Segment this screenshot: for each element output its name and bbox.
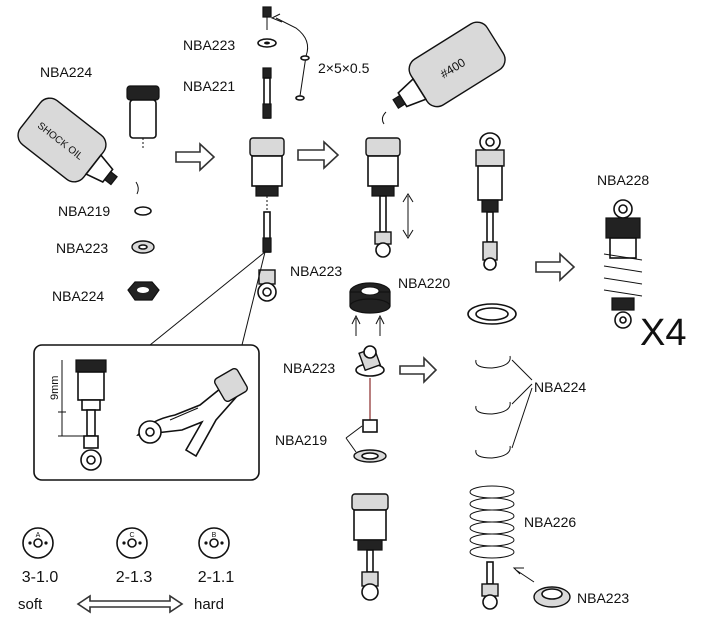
step-arrow-3 xyxy=(399,356,438,384)
step-arrow-2 xyxy=(297,140,340,170)
shock-body-center xyxy=(351,493,389,601)
piston-code: 2-1.3 xyxy=(116,569,153,586)
nut-nba224 xyxy=(127,281,160,301)
quantity-label: X4 xyxy=(640,312,686,354)
label-nba223-mid: NBA223 xyxy=(290,263,342,279)
label-nba223-bottom: NBA223 xyxy=(577,590,629,606)
label-washer-spec: 2×5×0.5 xyxy=(318,60,370,76)
soft-label: soft xyxy=(18,596,43,613)
shock-cap-nba224 xyxy=(126,85,160,150)
piston-rod-end-nba223 xyxy=(355,345,385,377)
label-nba219-left: NBA219 xyxy=(58,203,110,219)
stiffness-scale: soft hard xyxy=(18,594,224,614)
shock-body-step3 xyxy=(365,137,401,258)
shock-body-step2 xyxy=(249,137,285,253)
oil-bottle-400: #400 xyxy=(392,21,506,109)
piston-letter: B xyxy=(212,532,217,539)
rod-end-nba223 xyxy=(257,269,277,302)
piston-code: 2-1.1 xyxy=(198,569,235,586)
piston-letter: C xyxy=(129,532,134,539)
detail-inset xyxy=(33,344,260,481)
label-nba224-right: NBA224 xyxy=(534,379,586,395)
label-nba224-left: NBA224 xyxy=(52,288,104,304)
label-nba226: NBA226 xyxy=(524,514,576,530)
inset-shock-cap xyxy=(75,359,107,471)
move-up-down-arrow xyxy=(402,193,414,239)
label-nba224-top: NBA224 xyxy=(40,64,92,80)
screw-part xyxy=(262,6,272,30)
washer-nba219 xyxy=(134,206,152,216)
label-nba219-center: NBA219 xyxy=(275,432,327,448)
finished-shock-nba228 xyxy=(603,199,643,329)
piston-code: 3-1.0 xyxy=(22,569,59,586)
inset-pliers-tool xyxy=(136,368,248,458)
spring-clips-nba224 xyxy=(475,355,511,459)
label-nba223-center: NBA223 xyxy=(283,360,335,376)
spring-nba226 xyxy=(469,485,515,559)
piston-spacer-nba219 xyxy=(353,419,387,463)
step-arrow-4 xyxy=(535,252,576,282)
spring-retainer-nba223 xyxy=(533,586,571,608)
shock-oil-bottle: SHOCK OIL xyxy=(17,97,118,186)
stiffness-arrow xyxy=(76,594,184,614)
label-nba221: NBA221 xyxy=(183,78,235,94)
inset-length-label: 9mm xyxy=(49,376,61,400)
step-arrow-1 xyxy=(175,142,216,172)
piston-c: C 2-1.3 xyxy=(116,527,153,586)
hard-label: hard xyxy=(194,596,224,613)
label-nba223-top: NBA223 xyxy=(183,37,235,53)
piston-legend: A 3-1.0 C 2-1.3 B 2-1.1 xyxy=(22,527,235,586)
oring-cap-nba220 xyxy=(349,282,391,314)
label-nba228: NBA228 xyxy=(597,172,649,188)
full-shock-assembly xyxy=(475,132,505,271)
label-nba223-left: NBA223 xyxy=(56,240,108,256)
bottom-rod-end xyxy=(481,561,499,610)
piston-b: B 2-1.1 xyxy=(198,527,235,586)
piston-letter: A xyxy=(36,532,41,539)
piston-a: A 3-1.0 xyxy=(22,527,59,586)
oring-nba223 xyxy=(131,240,155,254)
label-nba220: NBA220 xyxy=(398,275,450,291)
shaft-nba221 xyxy=(262,67,272,119)
